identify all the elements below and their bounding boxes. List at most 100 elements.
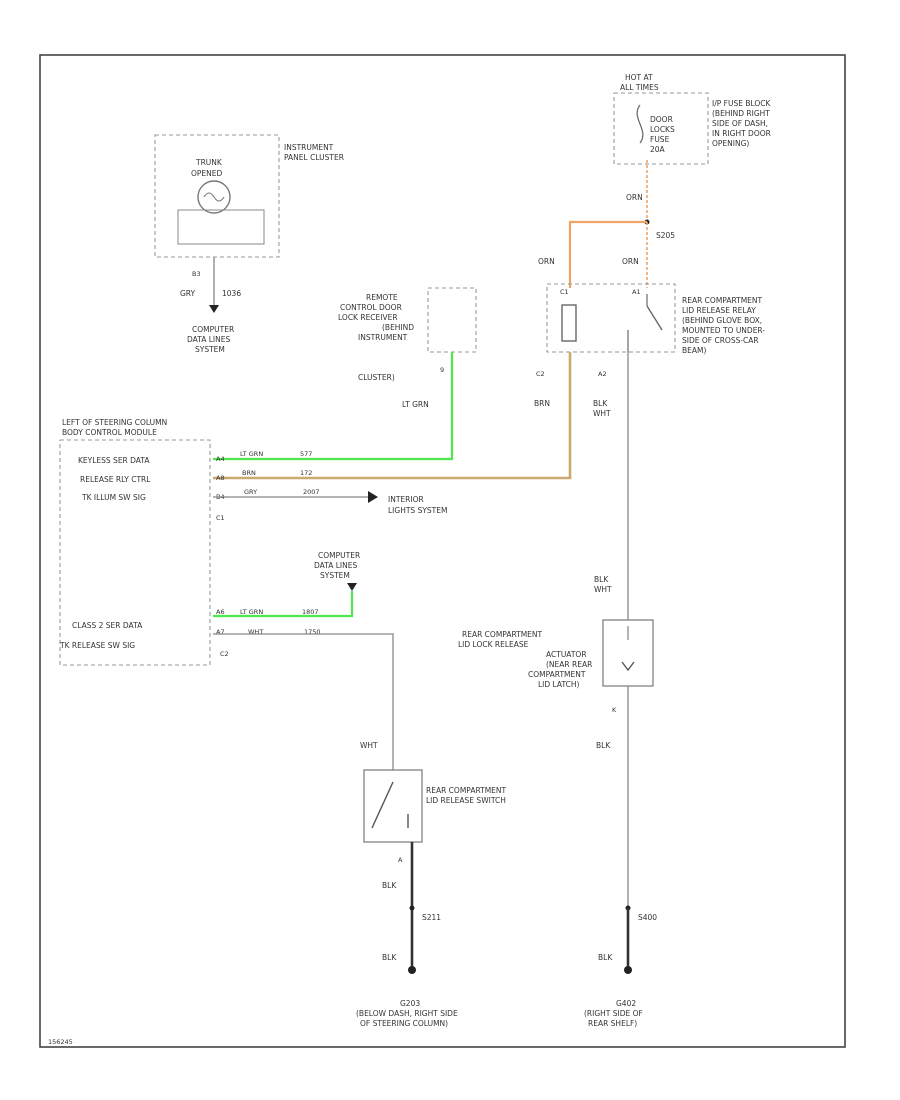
relay-title-3: (BEHIND GLOVE BOX, (682, 316, 762, 325)
bcm-color-b4: GRY (244, 488, 257, 496)
wire-wht-label: WHT (360, 741, 378, 750)
computer-data2-1: COMPUTER (318, 551, 360, 560)
bcm-connector-c2: C2 (220, 650, 229, 658)
actuator-5: COMPARTMENT (528, 670, 586, 679)
switch-title-2: LID RELEASE SWITCH (426, 796, 506, 805)
bcm-func-release-rly: RELEASE RLY CTRL (80, 475, 151, 484)
relay-title-5: SIDE OF CROSS-CAR (682, 336, 759, 345)
switch-title-1: REAR COMPARTMENT (426, 786, 507, 795)
fuse-block-label-2: (BEHIND RIGHT (712, 109, 770, 118)
rcdlr-5: INSTRUMENT (358, 333, 408, 342)
bcm-func-tk-illum: TK ILLUM SW SIG (81, 493, 146, 502)
arrow-ipc-dest (209, 305, 219, 313)
g402-1: G402 (616, 999, 636, 1008)
bcm-pin-a6: A6 (216, 608, 225, 616)
lamp-filament (203, 192, 225, 202)
g203-1: G203 (400, 999, 420, 1008)
fuse-block-label-5: OPENING) (712, 139, 749, 148)
wire-blk-wht-1a: BLK (593, 399, 608, 408)
ipc-box (154, 134, 280, 258)
g402-2: (RIGHT SIDE OF (584, 1009, 643, 1018)
bcm-func-class2: CLASS 2 SER DATA (72, 621, 143, 630)
ipc-wire-color: GRY (180, 289, 196, 298)
trunk-lamp-label-1: TRUNK (195, 158, 223, 167)
ipc-dest-1: COMPUTER (192, 325, 234, 334)
bcm-connector-c1: C1 (216, 514, 225, 522)
bcm-color-a6: LT GRN (240, 608, 263, 616)
wire-wht-switch (213, 633, 394, 770)
relay-pin-a1: A1 (632, 288, 641, 296)
rcdlr-1: REMOTE (366, 293, 398, 302)
wire-brn-label: BRN (534, 399, 550, 408)
wire-orn-right-label: ORN (622, 257, 639, 266)
interior-lights-2: LIGHTS SYSTEM (388, 506, 447, 515)
computer-data2-2: DATA LINES (314, 561, 357, 570)
wire-blk-g2-label: BLK (598, 953, 613, 962)
ipc-wire-circuit: 1036 (222, 289, 241, 298)
relay-box (546, 283, 676, 353)
splice-s211 (409, 905, 415, 911)
wire-lt-grn-label: LT GRN (402, 400, 429, 409)
blk-wht-2a: BLK (594, 575, 609, 584)
bcm-pin-a8: A8 (216, 474, 225, 482)
relay-title-2: LID RELEASE RELAY (682, 306, 756, 315)
bcm-color-a7: WHT (248, 628, 263, 636)
wire-orn-branch (568, 220, 647, 288)
bcm-circuit-a6: 1807 (302, 608, 319, 616)
fuse-symbol (636, 104, 644, 144)
splice-s211-label: S211 (422, 913, 441, 922)
wire-blk-g-label: BLK (382, 953, 397, 962)
bcm-title-2: BODY CONTROL MODULE (62, 428, 157, 437)
g203-2: (BELOW DASH, RIGHT SIDE (356, 1009, 458, 1018)
computer-data2-3: SYSTEM (320, 571, 350, 580)
actuator-4: (NEAR REAR (546, 660, 592, 669)
fuse-block-box (613, 92, 709, 165)
figure-id: 156245 (48, 1038, 73, 1046)
fuse-block-label-4: IN RIGHT DOOR (712, 129, 771, 138)
ipc-pin: B3 (192, 270, 201, 278)
ipc-title-2: PANEL CLUSTER (284, 153, 344, 162)
bcm-title-1: LEFT OF STEERING COLUMN (62, 418, 167, 427)
ipc-inner (177, 209, 265, 245)
bcm-box (59, 439, 211, 666)
bcm-color-a8: BRN (242, 469, 256, 477)
actuator-3: ACTUATOR (546, 650, 587, 659)
relay-title-1: REAR COMPARTMENT (682, 296, 763, 305)
bcm-func-tk-release: TK RELEASE SW SIG (59, 641, 135, 650)
rcdlr-pin: 9 (440, 366, 444, 374)
fuse-block-label-1: I/P FUSE BLOCK (712, 99, 772, 108)
ground-g203-icon (408, 966, 416, 974)
relay-contact-arm (646, 305, 663, 331)
bcm-pin-a7: A7 (216, 628, 225, 636)
splice-s205-label: S205 (656, 231, 675, 240)
bcm-color-a4: LT GRN (240, 450, 263, 458)
wire-brn (213, 352, 572, 480)
hot-at-label-1: HOT AT (625, 73, 653, 82)
ipc-dest-2: DATA LINES (187, 335, 230, 344)
trunk-opened-lamp-icon (197, 180, 231, 214)
actuator-1: REAR COMPARTMENT (462, 630, 543, 639)
bcm-pin-a4: A4 (216, 455, 225, 463)
ipc-dest-3: SYSTEM (195, 345, 225, 354)
wire-orn-label-top: ORN (626, 193, 643, 202)
rcdlr-6: CLUSTER) (358, 373, 395, 382)
blk-wht-2b: WHT (594, 585, 612, 594)
switch-box (363, 769, 423, 843)
hot-at-label-2: ALL TIMES (620, 83, 659, 92)
wire-lt-grn-class2 (213, 591, 354, 618)
relay-pin-c2: C2 (536, 370, 545, 378)
bcm-circuit-a7: 1750 (304, 628, 321, 636)
fuse-label-3: FUSE (650, 135, 670, 144)
wire-blk-wht-1b: WHT (593, 409, 611, 418)
arrow-interior-lights (368, 491, 378, 503)
relay-title-4: MOUNTED TO UNDER- (682, 326, 765, 335)
relay-pin-c1: C1 (560, 288, 569, 296)
bcm-circuit-b4: 2007 (303, 488, 320, 496)
ground-g402-icon (624, 966, 632, 974)
wire-lt-grn-keyless (213, 352, 454, 461)
diagram-frame (39, 54, 846, 1048)
bcm-func-keyless: KEYLESS SER DATA (78, 456, 150, 465)
rcdlr-2: CONTROL DOOR (340, 303, 402, 312)
actuator-pin: K (612, 706, 617, 714)
